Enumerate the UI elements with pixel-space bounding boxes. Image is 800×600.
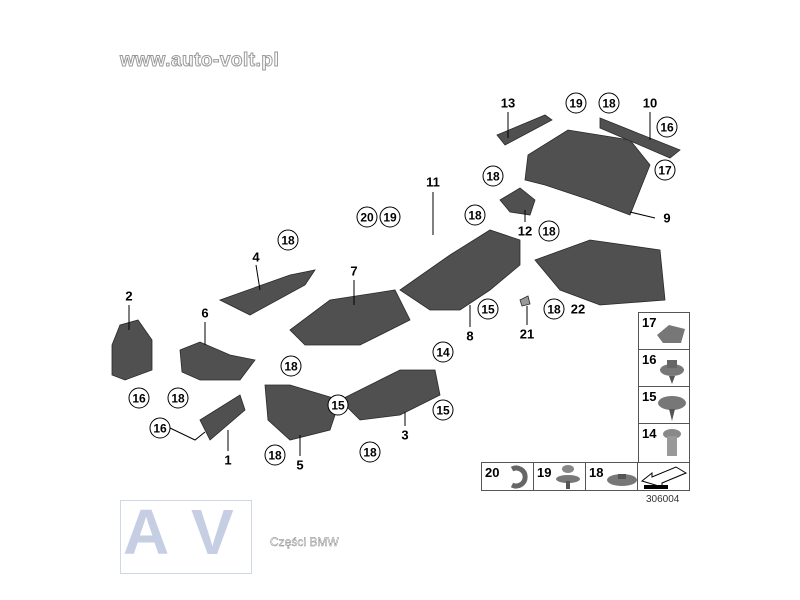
callout-21: 21 [519, 326, 535, 342]
legend-number: 14 [642, 426, 657, 441]
part-5 [264, 384, 341, 441]
callout-17: 17 [654, 159, 676, 181]
callout-19: 19 [379, 206, 401, 228]
callout-18: 18 [482, 165, 504, 187]
expanding-nut-icon [663, 429, 681, 456]
legend-number: 18 [589, 465, 604, 480]
callout-10: 10 [642, 95, 658, 111]
part-3 [339, 369, 441, 421]
part-1 [199, 394, 246, 441]
collar-nut-icon [607, 474, 637, 486]
legend-number: 20 [485, 465, 500, 480]
part-6 [179, 341, 256, 381]
part-22 [534, 239, 666, 306]
part-21 [519, 295, 531, 307]
legend-cell-20: 20 [481, 462, 534, 491]
callout-2: 2 [125, 288, 133, 304]
part-9 [524, 129, 651, 216]
hex-screw-icon [660, 360, 684, 384]
callout-22: 22 [570, 301, 586, 317]
logo-letter-v: V [191, 496, 234, 568]
part-2 [111, 319, 153, 381]
callout-8: 8 [466, 328, 474, 344]
part-10 [599, 117, 681, 159]
part-4 [218, 269, 316, 316]
clip-icon [510, 465, 528, 489]
legend-cell-19: 19 [533, 462, 586, 491]
callout-3: 3 [401, 427, 409, 443]
callout-15: 15 [327, 394, 349, 416]
callout-1: 1 [224, 452, 232, 468]
callout-16: 16 [128, 387, 150, 409]
logo-letter-a: A [123, 496, 170, 568]
legend-cell-18: 18 [585, 462, 638, 491]
callout-4: 4 [252, 249, 260, 265]
callout-18: 18 [598, 92, 620, 114]
callout-16: 16 [656, 116, 678, 138]
legend-cell-arrow [637, 462, 690, 491]
callout-18: 18 [167, 387, 189, 409]
callout-16: 16 [149, 417, 171, 439]
callout-9: 9 [663, 210, 671, 226]
callout-20: 20 [356, 206, 378, 228]
legend-number: 15 [642, 389, 657, 404]
callout-18: 18 [543, 298, 565, 320]
watermark-text: www.auto-volt.pl [119, 50, 280, 72]
part-8 [399, 229, 521, 311]
callout-15: 15 [432, 399, 454, 421]
legend-cell-14: 14 [638, 423, 690, 463]
callout-15: 15 [477, 298, 499, 320]
callout-19: 19 [565, 92, 587, 114]
part-12 [499, 187, 536, 216]
washer-screw-icon [658, 396, 686, 421]
legend-cell-16: 16 [638, 349, 690, 387]
callout-14: 14 [432, 341, 454, 363]
part-13 [496, 114, 553, 146]
callout-13: 13 [500, 95, 516, 111]
callout-18: 18 [538, 220, 560, 242]
callout-18: 18 [464, 204, 486, 226]
direction-arrow-icon [640, 466, 688, 489]
callout-18: 18 [264, 444, 286, 466]
diagram-reference-number: 306004 [646, 494, 680, 505]
callout-18: 18 [277, 229, 299, 251]
legend-cell-15: 15 [638, 386, 690, 424]
callout-11: 11 [426, 174, 440, 190]
legend-cell-17: 17 [638, 312, 690, 350]
watermark-subtext: Części BMW [270, 535, 339, 549]
callout-12: 12 [517, 223, 533, 239]
legend-number: 19 [537, 465, 552, 480]
legend-number: 17 [642, 315, 657, 330]
callout-6: 6 [201, 305, 209, 321]
push-rivet-icon [556, 465, 580, 489]
callout-18: 18 [280, 355, 302, 377]
part-7 [289, 289, 411, 346]
callout-18: 18 [359, 441, 381, 463]
clip-nut-icon [657, 325, 685, 343]
watermark-logo: A V [120, 496, 252, 574]
legend-number: 16 [642, 352, 657, 367]
callout-7: 7 [350, 263, 358, 279]
callout-5: 5 [296, 457, 304, 473]
